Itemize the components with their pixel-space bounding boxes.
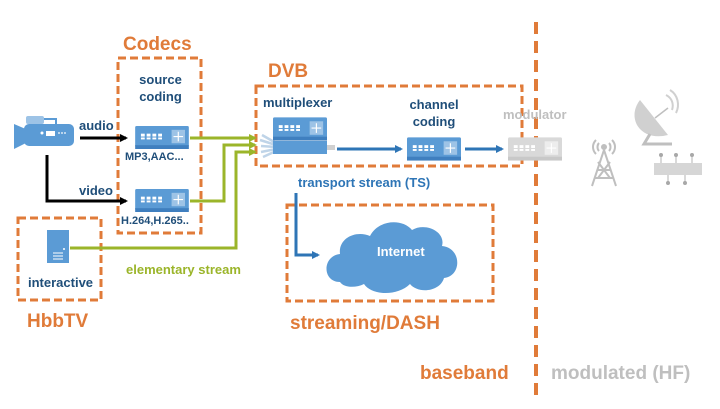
internet-label: Internet xyxy=(377,244,425,259)
source-coding-label: source coding xyxy=(128,71,193,105)
streaming-group-box xyxy=(285,203,495,303)
codecs-group-label: Codecs xyxy=(123,34,192,55)
broadcast-tower-icon xyxy=(591,139,617,187)
source-coding-label-line2: coding xyxy=(139,89,182,104)
transport-stream-label: transport stream (TS) xyxy=(298,175,431,190)
audio-codec-label: MP3,AAC... xyxy=(125,151,184,163)
dvb-group-label: DVB xyxy=(268,61,309,82)
elementary-stream-label: elementary stream xyxy=(126,262,241,277)
multiplexer-device-icon xyxy=(259,117,335,159)
hbbtv-group-box xyxy=(16,216,103,302)
satellite-dish-icon xyxy=(634,89,679,146)
cloud-icon xyxy=(326,222,458,293)
codecs-group-box xyxy=(116,56,203,235)
video-codec-label: H.264,H.265.. xyxy=(121,215,189,227)
modulator-device-icon xyxy=(508,137,562,161)
channel-coding-label-line1: channel xyxy=(409,97,459,112)
audio-encoder-device-icon xyxy=(135,126,189,149)
multiplexer-label: multiplexer xyxy=(263,95,333,110)
video-edge-label: video xyxy=(79,183,113,198)
video-encoder-device-icon xyxy=(135,189,189,212)
video-elementary-stream-edge xyxy=(190,141,257,203)
streaming-group-label: streaming/DASH xyxy=(290,313,440,334)
hbbtv-group-label: HbbTV xyxy=(27,311,89,332)
modulated-region-label: modulated (HF) xyxy=(551,363,691,384)
interactive-elementary-stream-edge xyxy=(70,148,257,250)
transport-stream-to-internet-edge xyxy=(294,193,320,259)
channel-coding-label-line2: coding xyxy=(412,114,456,129)
video-edge xyxy=(45,155,128,205)
document-icon xyxy=(47,230,69,263)
source-coding-label-line1: source xyxy=(139,72,182,87)
baseband-region-label: baseband xyxy=(420,363,509,384)
cable-distribution-icon xyxy=(654,153,702,185)
modulator-label: modulator xyxy=(503,107,567,122)
interactive-label: interactive xyxy=(28,275,94,290)
channel-coder-device-icon xyxy=(407,137,461,161)
video-camera-icon xyxy=(14,116,74,149)
dvb-group-box xyxy=(254,84,524,168)
channel-coding-label: channel coding xyxy=(404,96,464,130)
audio-edge-label: audio xyxy=(79,118,114,133)
